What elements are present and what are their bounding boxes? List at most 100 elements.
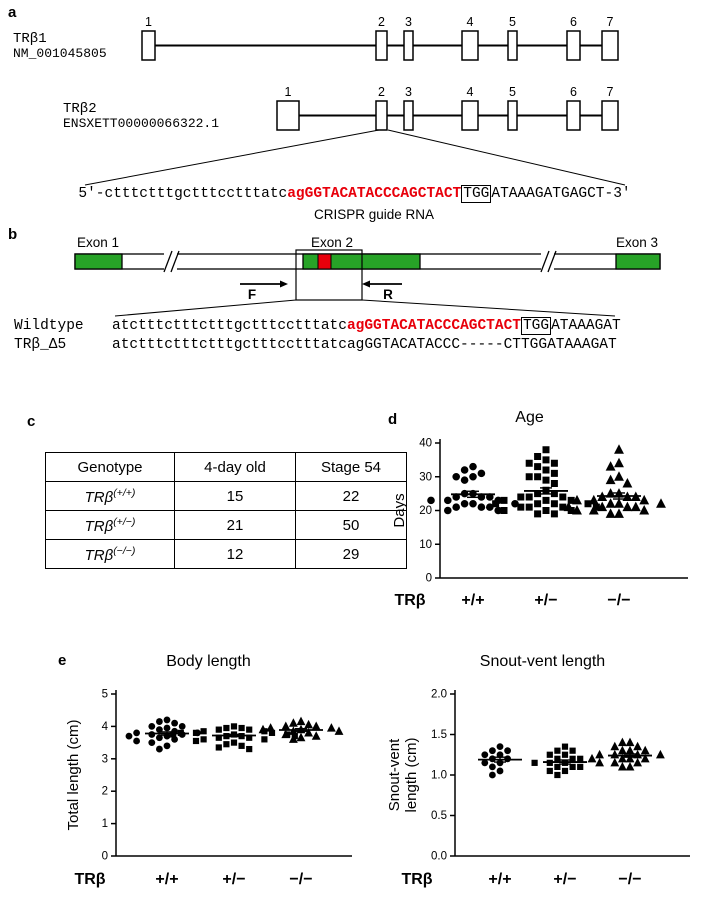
data-point-circle [477, 503, 486, 511]
y-tick-label: 0 [426, 573, 432, 585]
exon-box [507, 100, 518, 131]
data-point-circle [452, 472, 460, 481]
data-point-triangle [588, 504, 599, 515]
data-point-square [577, 763, 584, 770]
crispr-target-site [317, 253, 332, 270]
data-point-triangle [625, 761, 635, 771]
scatter-group-−/− [563, 444, 666, 518]
data-point-triangle [572, 504, 582, 515]
data-point-square [291, 733, 298, 740]
data-point-triangle [614, 457, 624, 468]
data-point-circle [511, 499, 519, 508]
gene-accession: NM_001045805 [13, 46, 107, 61]
data-point-triangle [610, 749, 620, 759]
gene-accession: ENSXETT00000066322.1 [63, 116, 219, 131]
y-tick-label: 1 [102, 818, 108, 830]
crispr-guide-rna-label: CRISPR guide RNA [313, 207, 435, 222]
forward-primer-arrow-head [280, 280, 288, 288]
data-point-triangle [614, 498, 624, 508]
data-point-circle [460, 499, 469, 508]
scatter-group-−/− [258, 716, 344, 743]
data-point-circle [171, 719, 178, 727]
data-point-square [559, 503, 567, 511]
data-point-circle [163, 716, 171, 724]
data-point-triangle [625, 753, 635, 763]
data-point-square [215, 726, 222, 733]
data-point-circle [163, 724, 171, 732]
wildtype-label: Wildtype [14, 318, 84, 334]
x-category-label: −/− [289, 871, 312, 888]
data-point-square [200, 728, 207, 735]
data-point-circle [444, 506, 452, 515]
genotype-cell: TRβ(−/−) [45, 539, 175, 569]
data-point-square [577, 755, 584, 762]
y-tick-label: 0.5 [431, 810, 447, 822]
data-point-circle [504, 747, 511, 755]
zoom-line-right [361, 299, 616, 317]
data-point-square [542, 456, 550, 464]
count-cell: 29 [295, 539, 407, 569]
data-point-circle [486, 503, 494, 511]
data-point-circle [469, 472, 477, 481]
scatter-group-+/+ [125, 716, 201, 753]
exon-box [601, 100, 619, 131]
data-point-square [554, 755, 561, 762]
data-point-circle [481, 759, 489, 767]
data-point-square [569, 763, 576, 770]
exon-box [403, 100, 414, 131]
data-point-square [542, 476, 550, 484]
data-point-triangle [605, 461, 616, 471]
exon-box [403, 30, 414, 61]
panel-b-label: b [8, 226, 18, 243]
data-point-circle [489, 771, 496, 779]
data-point-square [550, 480, 558, 487]
exon-number: 3 [405, 85, 412, 99]
data-point-square [546, 751, 553, 758]
x-category-label: +/+ [488, 871, 511, 888]
data-point-square [525, 493, 533, 501]
data-point-triangle [326, 723, 336, 732]
data-point-triangle [617, 761, 627, 771]
data-point-square [542, 507, 550, 514]
table-row: TRβ(+/+) 15 22 [45, 481, 407, 511]
data-point-circle [481, 751, 489, 759]
exon-number: 7 [607, 85, 614, 99]
y-tick-label: 40 [419, 438, 432, 450]
data-point-square [517, 503, 525, 511]
break-mark [170, 250, 180, 273]
data-point-circle [469, 499, 477, 508]
y-tick-label: 0.0 [431, 851, 447, 863]
data-point-triangle [630, 501, 641, 512]
data-point-triangle [625, 737, 635, 747]
y-axis-label: Total length (cm) [65, 720, 82, 831]
data-point-triangle [622, 477, 633, 488]
exon-box [461, 100, 479, 131]
exon-coding-region [74, 253, 123, 270]
data-point-square [223, 724, 230, 732]
y-tick-label: 4 [102, 721, 109, 733]
gene-name: TRβ2 [63, 101, 97, 117]
exon-label: Exon 3 [616, 235, 658, 250]
reverse-primer-arrow-head [362, 280, 370, 288]
chart-title: Age [515, 409, 544, 426]
sequence-suffix: ATAAAGATGAGCT-3' [491, 186, 631, 202]
data-point-triangle [617, 745, 627, 755]
data-point-circle [496, 743, 504, 751]
data-point-triangle [639, 494, 650, 505]
data-point-square [554, 747, 561, 754]
data-point-square [550, 510, 558, 518]
data-point-square [534, 453, 542, 460]
break-mark [547, 250, 557, 273]
exon-number: 2 [378, 15, 385, 29]
data-point-square [567, 496, 575, 504]
data-point-triangle [588, 494, 599, 505]
data-point-circle [460, 466, 469, 474]
y-axis-label: Snout-vent [386, 738, 403, 811]
genotype-symbol: TRβ [84, 517, 114, 535]
count-cell: 12 [174, 539, 296, 569]
y-axis-label: length (cm) [403, 737, 420, 812]
